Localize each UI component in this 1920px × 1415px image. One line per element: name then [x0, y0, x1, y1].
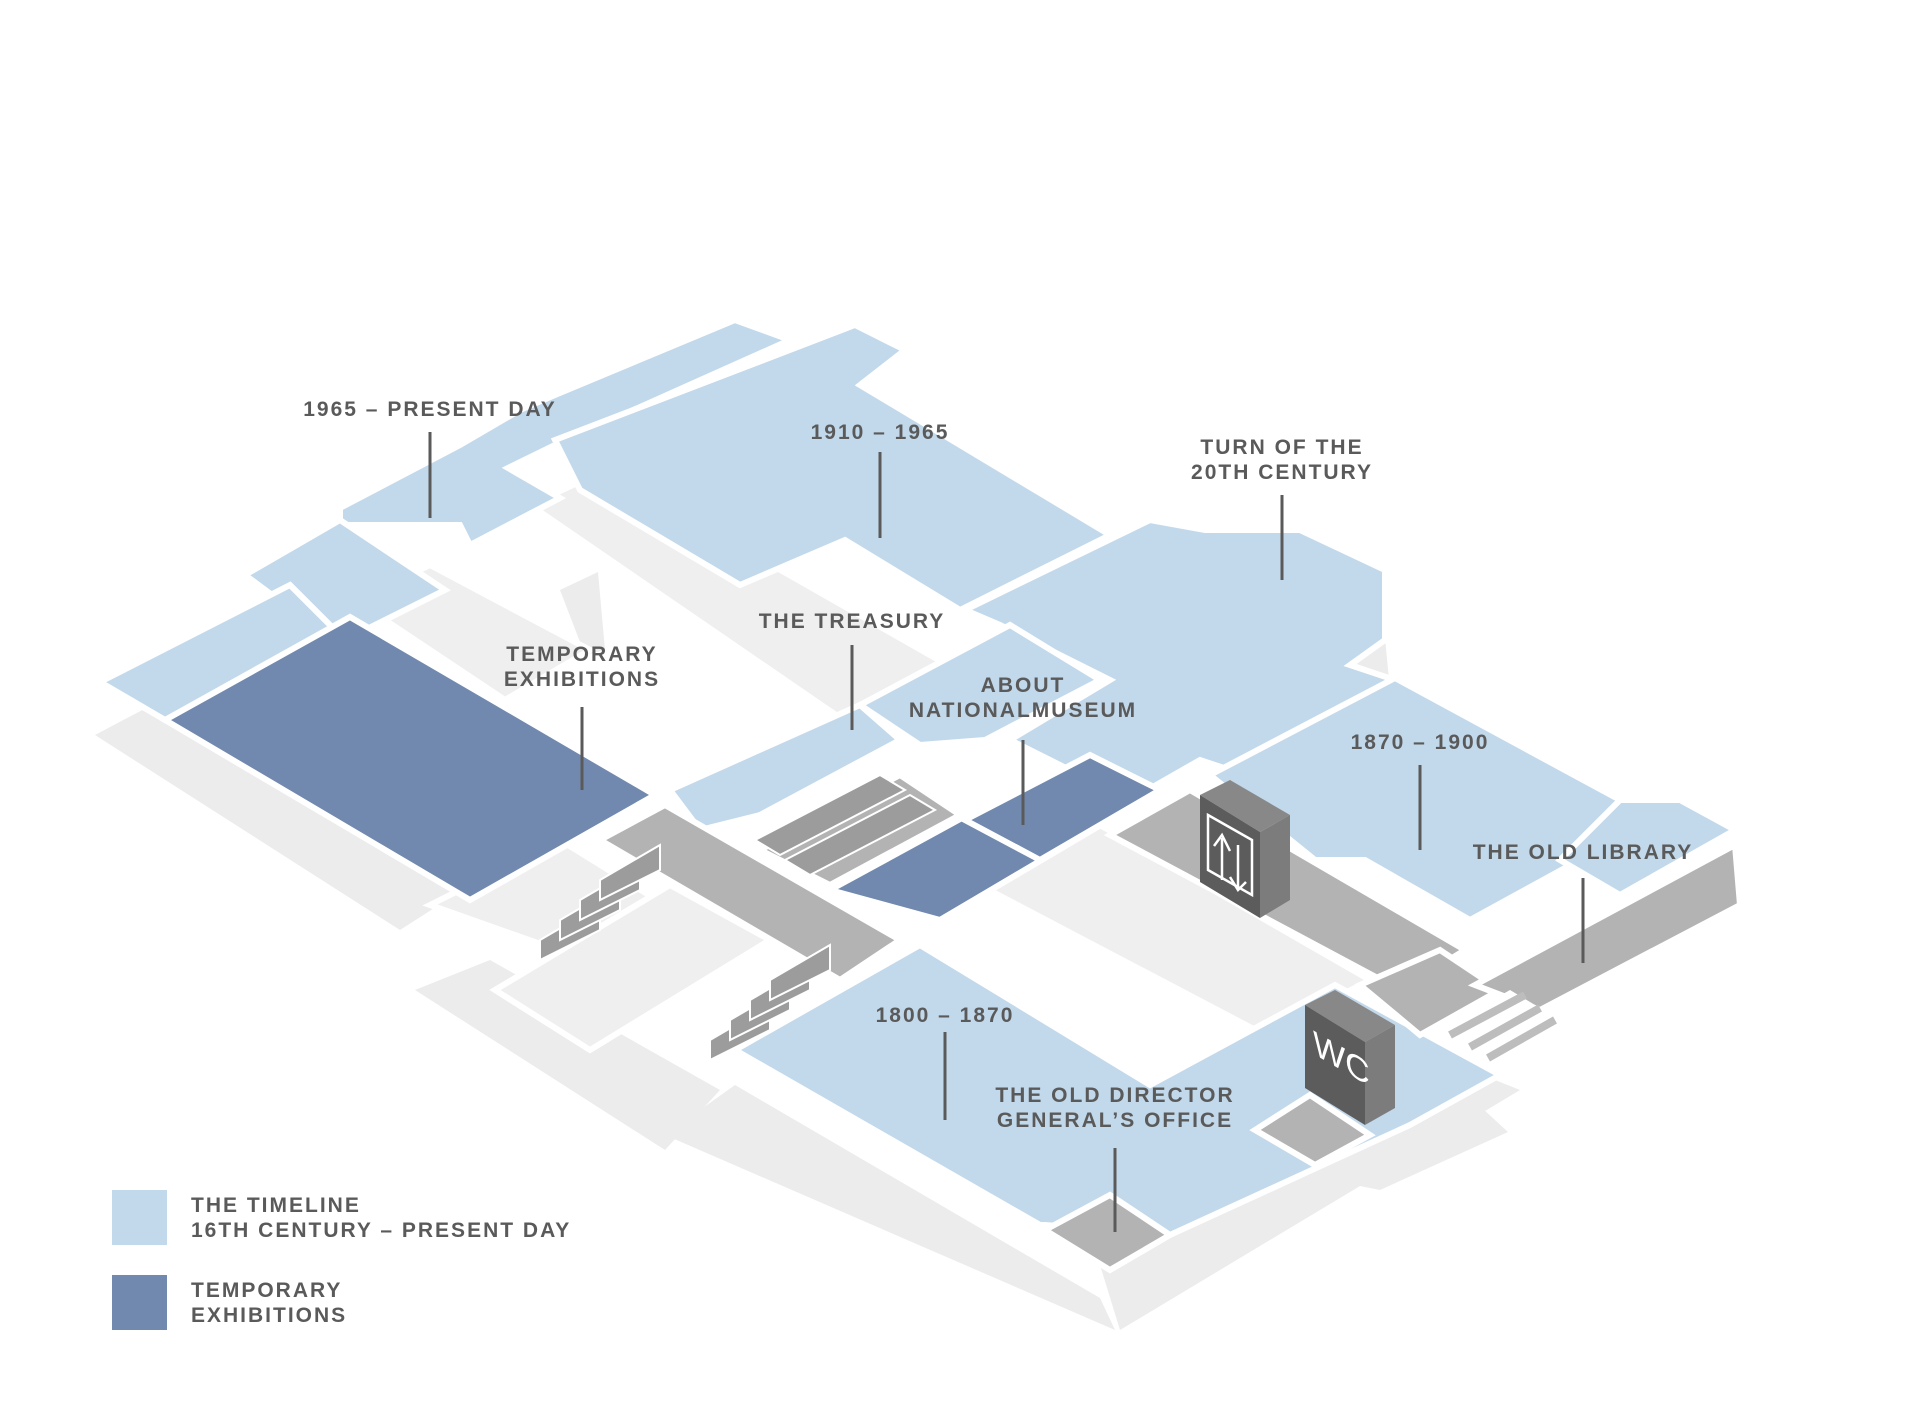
elevator-icon — [1206, 812, 1254, 898]
legend-text: TEMPORARY EXHIBITIONS — [191, 1278, 347, 1328]
legend-line: THE TIMELINE — [191, 1193, 361, 1217]
label-text: THE OLD LIBRARY — [1472, 841, 1694, 864]
label-1870-1900: 1870 – 1900 — [1351, 730, 1490, 755]
label-text: 20TH CENTURY — [1191, 461, 1373, 484]
stairs — [539, 773, 938, 1062]
label-text: 1965 – PRESENT DAY — [303, 398, 557, 421]
label-text: 1870 – 1900 — [1350, 731, 1490, 754]
legend-swatch-temporary — [112, 1275, 167, 1330]
label-text: NATIONALMUSEUM — [908, 699, 1138, 722]
label-the-old-library: THE OLD LIBRARY — [1473, 840, 1694, 865]
label-text: GENERAL’S OFFICE — [996, 1109, 1234, 1132]
label-text: 1910 – 1965 — [810, 421, 950, 444]
legend-text: THE TIMELINE 16TH CENTURY – PRESENT DAY — [191, 1193, 571, 1243]
label-1800-1870: 1800 – 1870 — [876, 1003, 1015, 1028]
label-text: 1800 – 1870 — [875, 1004, 1015, 1027]
label-1965-present-day: 1965 – PRESENT DAY — [303, 397, 557, 422]
legend-swatch-timeline — [112, 1190, 167, 1245]
label-temporary-exhibitions: TEMPORARY EXHIBITIONS — [504, 642, 660, 692]
label-text: TURN OF THE — [1200, 436, 1364, 459]
legend-item-temporary: TEMPORARY EXHIBITIONS — [112, 1275, 347, 1330]
elevator-box — [1200, 780, 1290, 918]
label-turn-of-century: TURN OF THE 20TH CENTURY — [1191, 435, 1373, 485]
legend-item-timeline: THE TIMELINE 16TH CENTURY – PRESENT DAY — [112, 1190, 571, 1245]
legend-line: 16TH CENTURY – PRESENT DAY — [191, 1218, 572, 1242]
label-the-treasury: THE TREASURY — [759, 609, 946, 634]
legend-line: TEMPORARY — [191, 1278, 343, 1302]
label-text: THE OLD DIRECTOR — [995, 1084, 1235, 1107]
label-1910-1965: 1910 – 1965 — [811, 420, 950, 445]
corridors — [593, 771, 1744, 1274]
label-text: TEMPORARY — [506, 643, 658, 666]
label-text: EXHIBITIONS — [503, 668, 661, 691]
label-text: ABOUT — [980, 674, 1066, 697]
pointer-lines — [428, 432, 1585, 1232]
label-about-nationalmuseum: ABOUT NATIONALMUSEUM — [909, 673, 1137, 723]
label-old-director-office: THE OLD DIRECTOR GENERAL’S OFFICE — [995, 1083, 1234, 1133]
legend-line: EXHIBITIONS — [191, 1303, 348, 1327]
label-text: THE TREASURY — [758, 610, 946, 633]
temporary-rooms — [158, 613, 1169, 924]
hatched-area — [1440, 990, 1560, 1062]
wc-box — [1305, 990, 1395, 1125]
